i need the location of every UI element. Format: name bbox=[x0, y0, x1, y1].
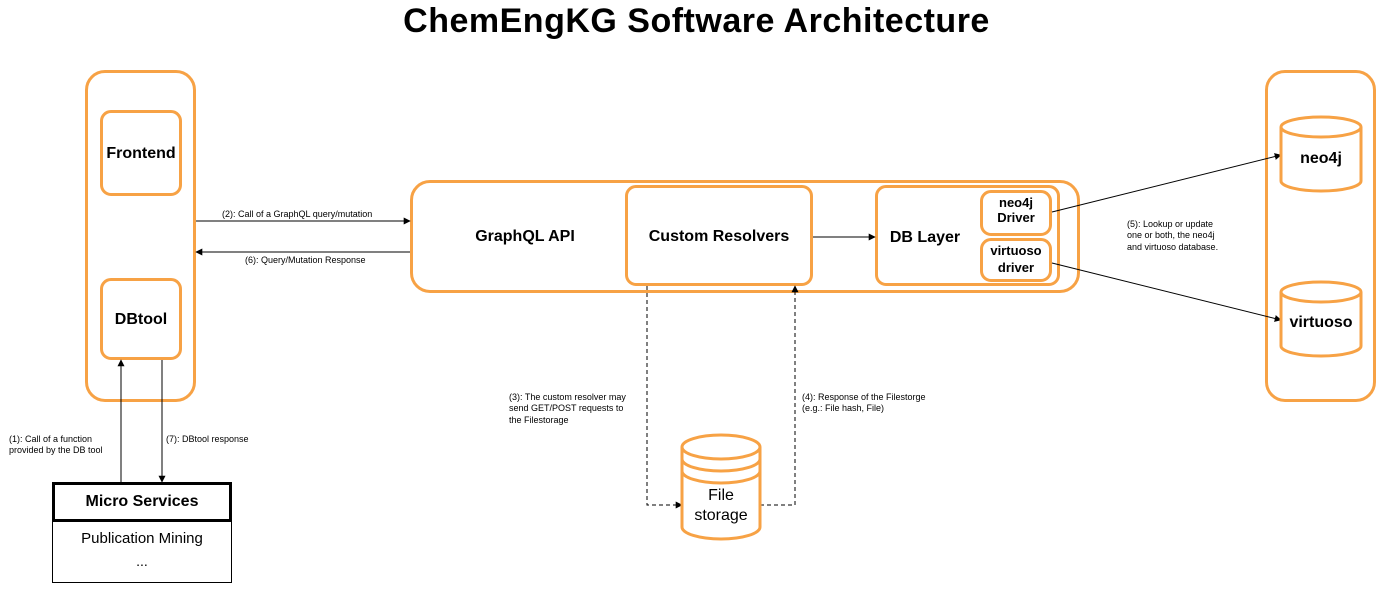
edge-6-label: (6): Query/Mutation Response bbox=[245, 255, 366, 265]
micro-services-header: Micro Services bbox=[52, 482, 232, 522]
virtuoso-driver-label: virtuoso driver bbox=[990, 243, 1042, 275]
custom-resolvers-label: Custom Resolvers bbox=[648, 228, 790, 245]
micro-services-ellipsis: ... bbox=[136, 553, 148, 569]
neo4j-database-cylinder bbox=[1279, 115, 1363, 193]
edge-5-label: (5): Lookup or update one or both, the n… bbox=[1127, 219, 1219, 252]
edge-3-arrow bbox=[646, 286, 683, 509]
db-layer-box[interactable] bbox=[875, 185, 1060, 286]
neo4j-db-label: neo4j bbox=[1300, 150, 1342, 167]
file-storage-label: File storage bbox=[694, 487, 748, 524]
graphql-api-box[interactable] bbox=[410, 180, 1080, 293]
edge-1-label: (1): Call of a function provided by the … bbox=[9, 434, 103, 456]
client-container bbox=[85, 70, 196, 402]
virtuoso-db-label: virtuoso bbox=[1289, 314, 1353, 331]
edge-5-neo4j-arrow bbox=[1051, 153, 1282, 213]
edge-4-arrow bbox=[760, 285, 799, 506]
dbtool-box[interactable] bbox=[100, 278, 182, 360]
edge-3-label: (3): The custom resolver may send GET/PO… bbox=[509, 392, 626, 425]
frontend-label: Frontend bbox=[106, 145, 176, 162]
micro-services-box[interactable]: Micro Services Publication Mining ... bbox=[52, 482, 232, 583]
db-layer-label: DB Layer bbox=[889, 229, 961, 246]
edge-4-label: (4): Response of the Filestorge (e.g.: F… bbox=[802, 392, 926, 414]
virtuoso-driver-box[interactable] bbox=[980, 238, 1052, 282]
dbtool-label: DBtool bbox=[114, 311, 168, 328]
publication-mining-item: Publication Mining bbox=[81, 530, 203, 547]
file-storage-cylinder bbox=[680, 433, 762, 541]
virtuoso-database-cylinder bbox=[1279, 280, 1363, 358]
graphql-api-label: GraphQL API bbox=[475, 228, 575, 245]
edge-7-label: (7): DBtool response bbox=[166, 434, 249, 444]
edge-5-virtuoso-arrow bbox=[1051, 262, 1282, 322]
database-container bbox=[1265, 70, 1376, 402]
diagram-title: ChemEngKG Software Architecture bbox=[403, 2, 990, 40]
frontend-box[interactable] bbox=[100, 110, 182, 196]
edge-2-label: (2): Call of a GraphQL query/mutation bbox=[222, 209, 373, 219]
custom-resolvers-box[interactable] bbox=[625, 185, 813, 286]
neo4j-driver-box[interactable] bbox=[980, 190, 1052, 236]
neo4j-driver-label: neo4j Driver bbox=[997, 195, 1035, 225]
